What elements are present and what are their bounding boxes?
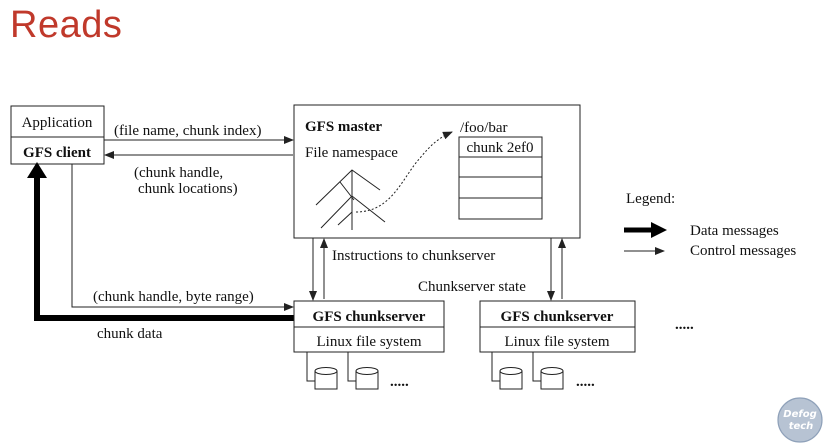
reply-label-1: (chunk handle, xyxy=(134,165,223,181)
chunkserver-1-fs: Linux file system xyxy=(317,334,422,350)
legend: Legend: Data messages Control messages xyxy=(624,191,796,259)
chunkserver-2-title: GFS chunkserver xyxy=(501,309,614,325)
application-box: Application GFS client xyxy=(10,105,105,165)
disks-ellipsis-1: ..... xyxy=(390,374,409,390)
master-title: GFS master xyxy=(305,119,382,135)
legend-data-label: Data messages xyxy=(690,223,779,239)
svg-text:tech: tech xyxy=(789,421,814,432)
gfs-client-label: GFS client xyxy=(23,145,91,161)
reply-label-2: chunk locations) xyxy=(138,181,238,197)
legend-control-label: Control messages xyxy=(690,243,796,259)
slide-title: Reads xyxy=(10,4,123,46)
namespace-tree-icon xyxy=(315,169,386,230)
application-label: Application xyxy=(22,115,93,131)
read-request-label: (chunk handle, byte range) xyxy=(93,289,254,305)
disk-icon xyxy=(540,367,564,390)
state-label: Chunkserver state xyxy=(418,279,526,295)
chunk-data-arrow xyxy=(34,175,294,321)
chunkserver-1: GFS chunkserver Linux file system ..... xyxy=(293,300,445,390)
svg-text:Defog: Defog xyxy=(783,409,816,420)
namespace-pointer xyxy=(355,131,453,213)
disk-icon xyxy=(314,367,338,390)
chunk-data-label: chunk data xyxy=(97,326,163,342)
read-request-arrow xyxy=(71,164,294,311)
chunkserver-2-fs: Linux file system xyxy=(505,334,610,350)
defog-tech-logo: Defog tech xyxy=(777,397,823,443)
disks-ellipsis-2: ..... xyxy=(576,374,595,390)
disk-icon xyxy=(355,367,379,390)
request-label: (file name, chunk index) xyxy=(114,123,261,139)
path-label: /foo/bar xyxy=(460,120,507,136)
chunkserver-2: GFS chunkserver Linux file system ..... xyxy=(479,300,636,390)
chunk-label: chunk 2ef0 xyxy=(466,140,533,156)
namespace-label: File namespace xyxy=(305,145,398,161)
disk-icon xyxy=(499,367,523,390)
servers-ellipsis: ..... xyxy=(675,317,694,333)
chunkserver-1-title: GFS chunkserver xyxy=(313,309,426,325)
legend-title: Legend: xyxy=(626,191,675,207)
chunk-table: chunk 2ef0 xyxy=(458,136,543,220)
instructions-label: Instructions to chunkserver xyxy=(332,248,495,264)
gfs-master-box: GFS master File namespace /foo/bar chunk… xyxy=(293,104,581,239)
